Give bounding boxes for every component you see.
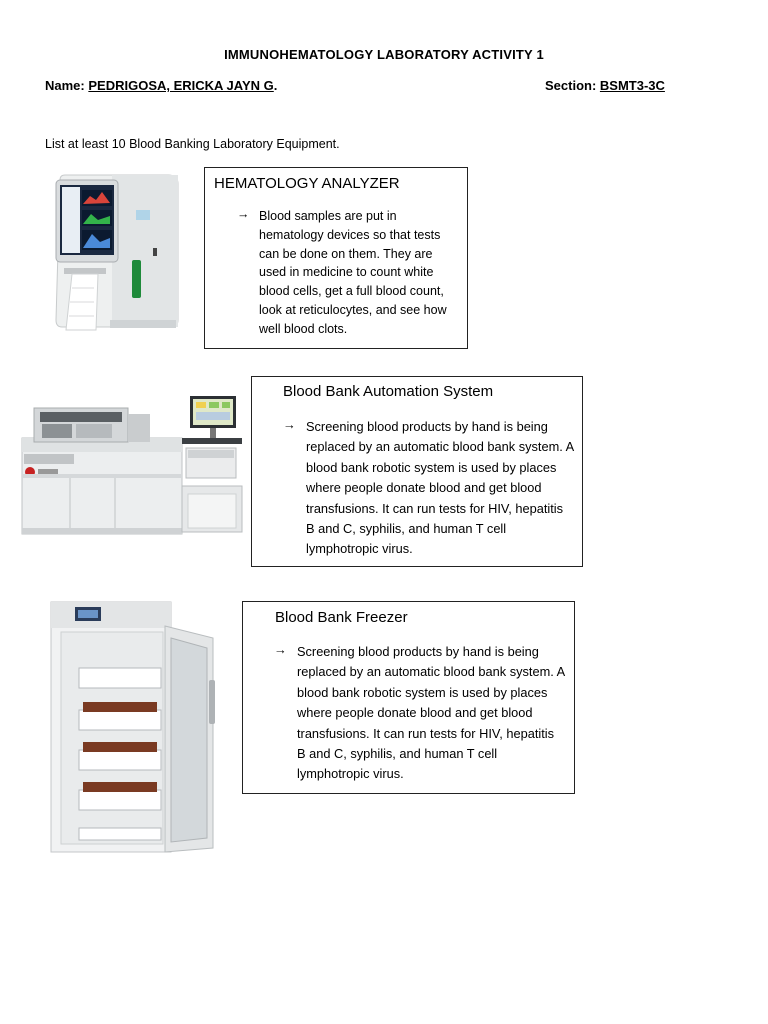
name-label: Name: — [45, 78, 89, 93]
section-label: Section: — [545, 78, 600, 93]
equipment-description: Screening blood products by hand is bein… — [297, 644, 565, 782]
section-value: BSMT3-3C — [599, 78, 665, 93]
right-arrow-icon: → — [274, 642, 287, 657]
equipment-card-hematology-analyzer: HEMATOLOGY ANALYZER → Blood samples are … — [204, 167, 468, 349]
equipment-title: HEMATOLOGY ANALYZER — [214, 175, 400, 192]
name-line: Name: PEDRIGOSA, ERICKA JAYN G. — [45, 78, 277, 93]
equipment-description: Screening blood products by hand is bein… — [306, 419, 574, 557]
equipment-card-blood-bank-automation-system: Blood Bank Automation System → Screening… — [251, 376, 583, 567]
student-name: PEDRIGOSA, ERICKA JAYN G — [88, 78, 274, 93]
document-title: IMMUNOHEMATOLOGY LABORATORY ACTIVITY 1 — [224, 47, 544, 62]
instruction-text: List at least 10 Blood Banking Laborator… — [45, 137, 340, 151]
equipment-title: Blood Bank Automation System — [283, 383, 494, 400]
hematology-analyzer-photo — [50, 170, 186, 335]
equipment-card-blood-bank-freezer: Blood Bank Freezer → Screening blood pro… — [242, 601, 575, 794]
right-arrow-icon: → — [283, 417, 296, 432]
equipment-title: Blood Bank Freezer — [275, 609, 408, 626]
equipment-description: Blood samples are put in hematology devi… — [259, 209, 447, 336]
right-arrow-icon: → — [237, 207, 250, 221]
bullet-item: → Screening blood products by hand is be… — [283, 417, 575, 560]
bullet-item: → Blood samples are put in hematology de… — [237, 207, 459, 339]
blood-bank-automation-system-photo — [20, 386, 245, 540]
section-line: Section: BSMT3-3C — [545, 78, 665, 93]
bullet-item: → Screening blood products by hand is be… — [274, 642, 566, 785]
name-suffix: . — [273, 78, 278, 93]
blood-bank-freezer-photo — [45, 598, 223, 856]
